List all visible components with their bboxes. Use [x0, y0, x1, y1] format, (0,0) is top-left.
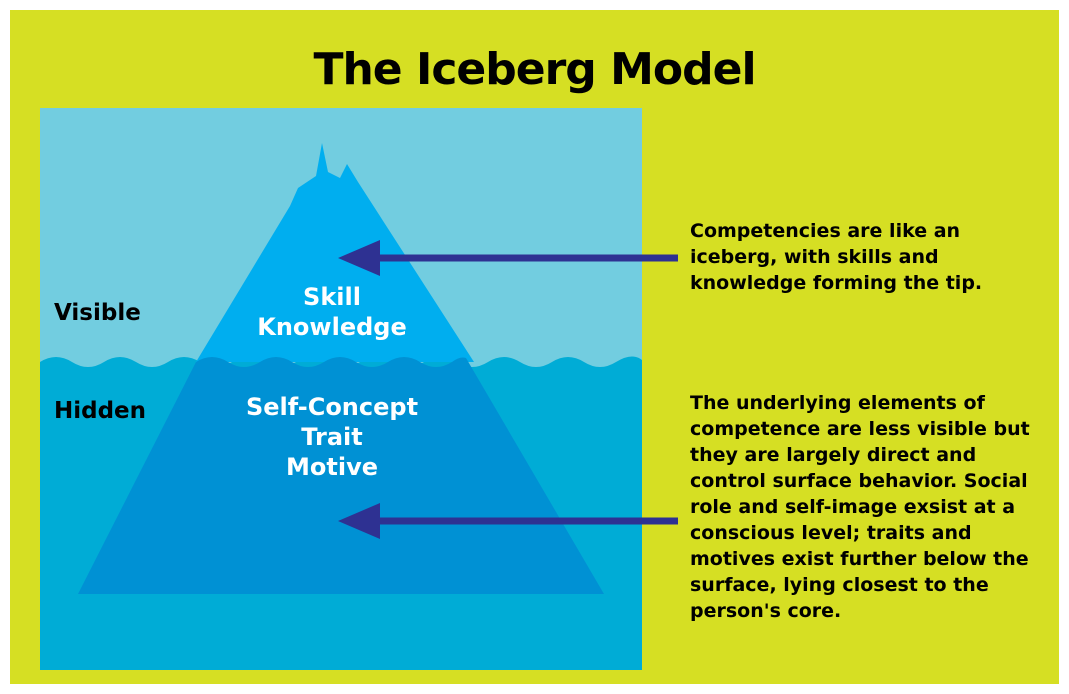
tip-callout-text: Competencies are like an iceberg, with s…	[690, 220, 983, 294]
diagram-title: The Iceberg Model	[313, 44, 756, 95]
self-concept-label: Self-Concept	[245, 393, 419, 421]
iceberg-tip	[196, 143, 474, 362]
iceberg-base	[78, 357, 604, 594]
iceberg-base-labels: Self-Concept Trait Motive	[212, 392, 452, 482]
iceberg-tip-labels: Skill Knowledge	[232, 282, 432, 342]
iceberg-illustration	[40, 108, 678, 670]
base-callout-text: The underlying elements of competence ar…	[690, 392, 1030, 622]
trait-label: Trait	[301, 423, 363, 451]
hidden-zone-label: Hidden	[54, 398, 147, 424]
visible-zone-label: Visible	[54, 300, 141, 326]
diagram-background: The Iceberg Model Visible Hidden	[10, 10, 1059, 684]
motive-label: Motive	[286, 453, 378, 481]
arrow-to-tip	[338, 240, 678, 276]
arrow-to-base	[338, 503, 678, 539]
skill-label: Skill	[303, 283, 361, 311]
knowledge-label: Knowledge	[257, 313, 407, 341]
